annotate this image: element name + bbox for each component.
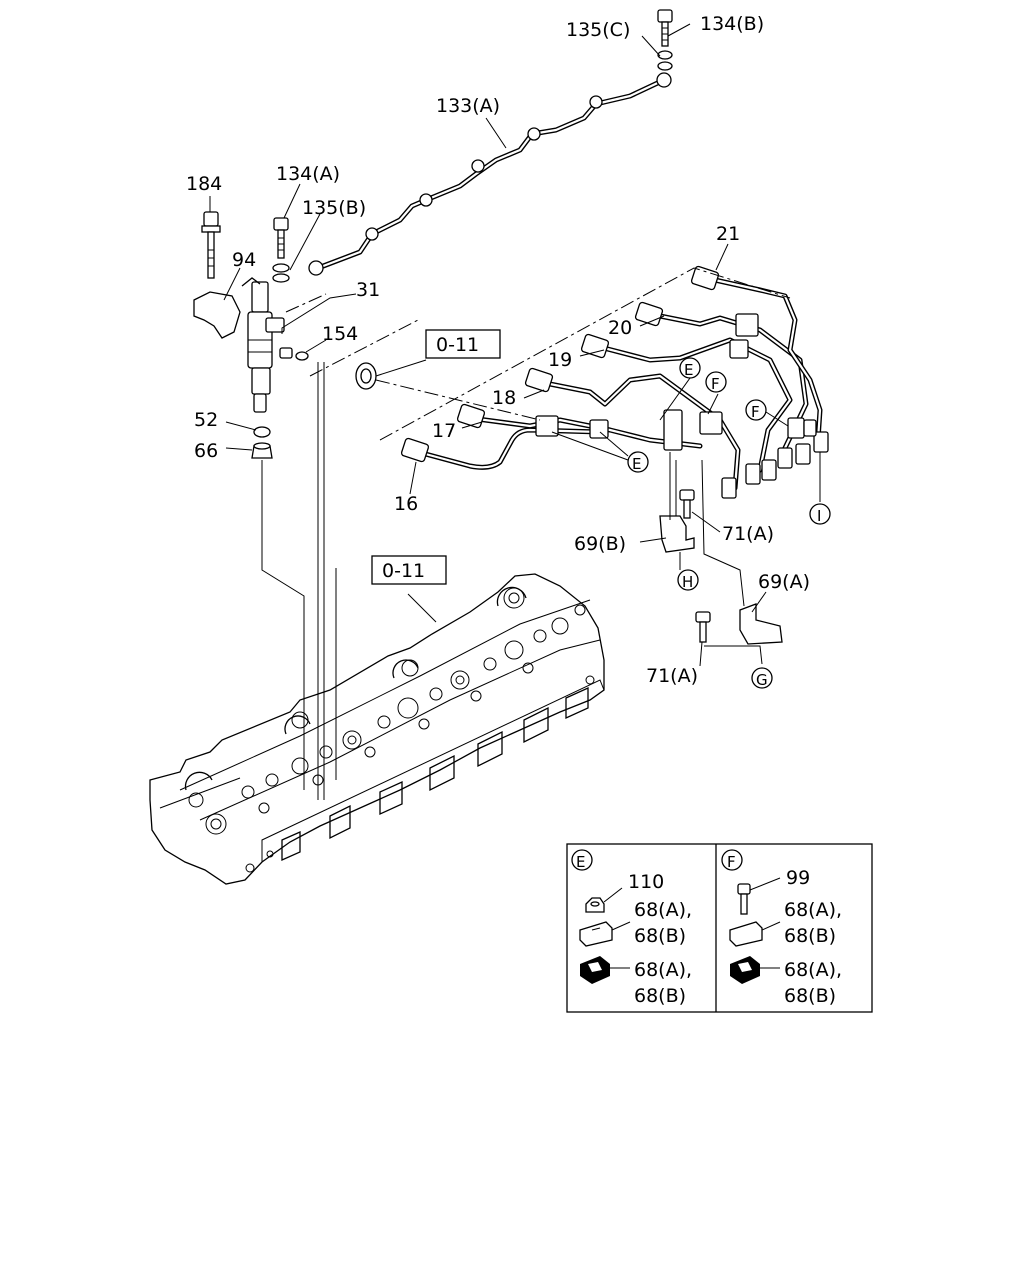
svg-text:E: E xyxy=(632,455,641,473)
marker-i: I xyxy=(809,503,831,525)
clip-icon-lower-f xyxy=(730,956,780,984)
detail-e-clip-upper-line2: 68(B) xyxy=(634,925,686,947)
detail-box: E 110 68(A), 68(B) 68(A), 68(B) xyxy=(566,843,873,1013)
bolt-184 xyxy=(201,211,221,279)
callout-94: 94 xyxy=(232,249,256,271)
reference-box-top[interactable]: 0-11 xyxy=(425,329,501,359)
detail-f-clip-lower-line1: 68(A), xyxy=(784,959,842,981)
marker-h: H xyxy=(677,569,699,591)
detail-f-bolt-label: 99 xyxy=(786,867,810,889)
callout-134a: 134(A) xyxy=(276,163,340,185)
seal-66 xyxy=(251,442,273,459)
detail-f-clip-upper-line2: 68(B) xyxy=(784,925,836,947)
circle-markers: E F E F I H G xyxy=(627,357,831,689)
callout-labels: 134(B) 135(C) 133(A) 134(A) 135(B) 184 9… xyxy=(186,13,810,687)
injection-pipes xyxy=(400,265,829,499)
marker-f-side: F xyxy=(745,399,767,421)
svg-text:E: E xyxy=(684,361,693,379)
callout-69a: 69(A) xyxy=(758,571,810,593)
detail-e-nut-label: 110 xyxy=(628,871,664,893)
reference-box-bottom-label: 0-11 xyxy=(382,560,425,582)
detail-e-clip-lower-line1: 68(A), xyxy=(634,959,692,981)
callout-184: 184 xyxy=(186,173,222,195)
detail-f-clip-lower-line2: 68(B) xyxy=(784,985,836,1007)
callout-16: 16 xyxy=(394,493,418,515)
bolt-icon xyxy=(737,877,781,915)
marker-g: G xyxy=(751,667,773,689)
detail-f-clip-upper-line1: 68(A), xyxy=(784,899,842,921)
bolt-134a xyxy=(272,217,290,283)
clip-icon-upper xyxy=(579,921,631,947)
injector-clamp xyxy=(193,291,241,339)
callout-154: 154 xyxy=(322,323,358,345)
svg-text:I: I xyxy=(817,507,821,525)
detail-panel-f: F 99 68(A), 68(B) 68(A), 68(B) xyxy=(721,849,842,1007)
bolt-134b xyxy=(657,9,673,71)
detail-panel-e-marker: E xyxy=(576,853,585,871)
callout-19: 19 xyxy=(548,349,572,371)
callout-66: 66 xyxy=(194,440,218,462)
seal-ring xyxy=(355,362,377,390)
callout-135b: 135(B) xyxy=(302,197,366,219)
callout-18: 18 xyxy=(492,387,516,409)
o-ring-154 xyxy=(295,351,309,361)
pipe-group-outline xyxy=(379,267,791,441)
callout-20: 20 xyxy=(608,317,632,339)
detail-panel-e: E 110 68(A), 68(B) 68(A), 68(B) xyxy=(571,849,692,1007)
exhaust-port-row xyxy=(281,686,589,862)
nut-icon xyxy=(585,887,623,913)
svg-text:H: H xyxy=(682,573,693,591)
svg-text:F: F xyxy=(751,403,760,421)
reference-box-bottom[interactable]: 0-11 xyxy=(371,555,447,585)
cylinder-head xyxy=(149,573,605,885)
callout-69b: 69(B) xyxy=(574,533,626,555)
marker-f-top: F xyxy=(705,371,727,393)
detail-e-clip-lower-line2: 68(B) xyxy=(634,985,686,1007)
bracket-69a xyxy=(695,459,783,665)
callout-31: 31 xyxy=(356,279,380,301)
svg-text:F: F xyxy=(711,375,720,393)
reference-box-top-label: 0-11 xyxy=(436,334,479,356)
callout-71a-top: 71(A) xyxy=(722,523,774,545)
clip-icon-upper-f xyxy=(729,921,781,947)
clip-icon-lower xyxy=(580,956,630,984)
injector xyxy=(241,277,293,413)
detail-e-clip-upper-line1: 68(A), xyxy=(634,899,692,921)
callout-21: 21 xyxy=(716,223,740,245)
leak-off-pipe xyxy=(308,72,672,276)
gasket-52 xyxy=(253,426,271,438)
callout-71a-bottom: 71(A) xyxy=(646,665,698,687)
injector-axis-lines xyxy=(261,362,337,800)
callout-135c: 135(C) xyxy=(566,19,630,41)
callout-134b: 134(B) xyxy=(700,13,764,35)
marker-e-mid: E xyxy=(627,451,649,473)
leader-lines xyxy=(209,23,821,667)
detail-panel-f-marker: F xyxy=(727,853,736,871)
marker-e-top: E xyxy=(679,357,701,379)
svg-text:G: G xyxy=(756,671,768,689)
callout-133a: 133(A) xyxy=(436,95,500,117)
callout-52: 52 xyxy=(194,409,218,431)
bracket-69b xyxy=(659,452,695,570)
callout-17: 17 xyxy=(432,420,456,442)
